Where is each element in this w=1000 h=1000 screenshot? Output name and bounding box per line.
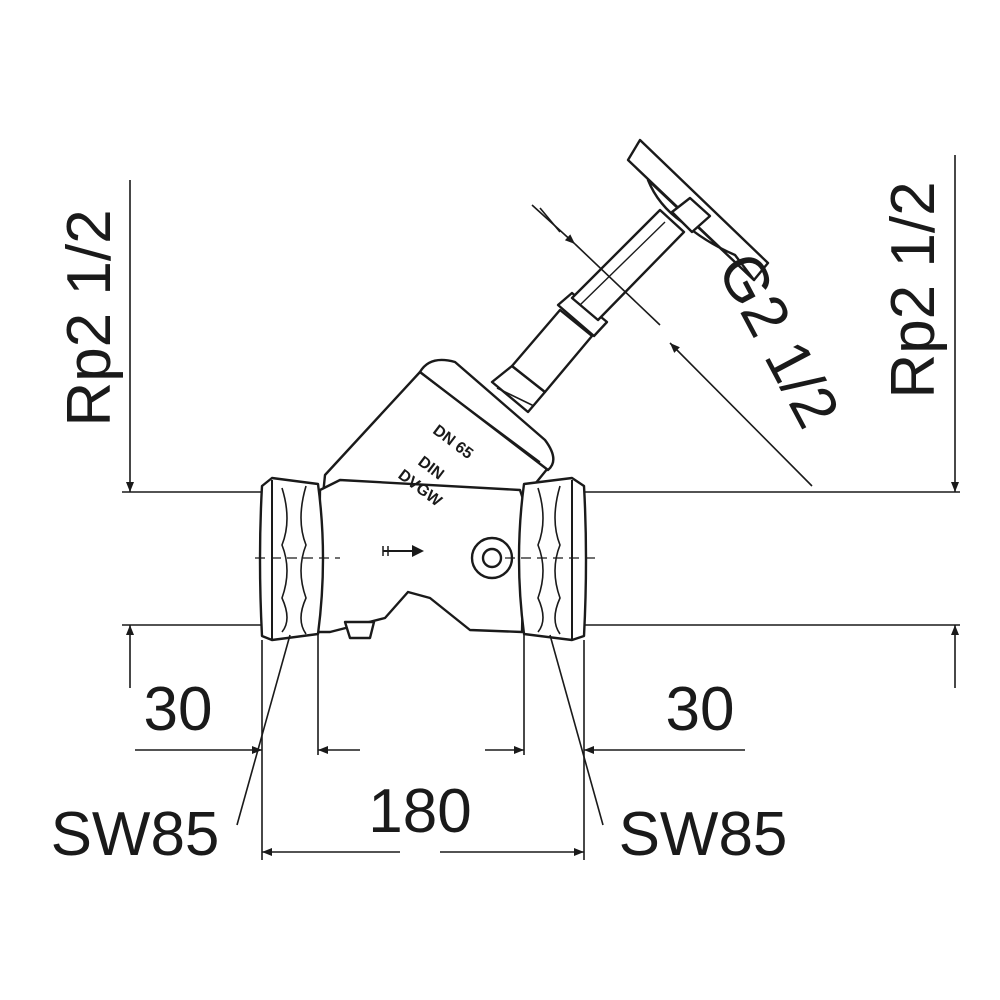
left-thread-length-label: 30 xyxy=(144,675,213,744)
overall-length-dimension: 180 xyxy=(261,640,585,860)
handwheel-icon xyxy=(626,138,770,282)
right-wrench-size-label: SW85 xyxy=(619,800,788,869)
valve-body: DN 65 DIN DVGW xyxy=(316,358,555,640)
right-thread-dimension: Rp2 1/2 xyxy=(879,155,959,688)
pipe-outline xyxy=(122,491,960,626)
left-wrench-size-label: SW85 xyxy=(51,800,220,869)
stem-thread-label: G2 1/2 xyxy=(704,242,852,439)
overall-length-label: 180 xyxy=(368,777,471,846)
left-thread-label: Rp2 1/2 xyxy=(55,209,124,426)
valve-stem xyxy=(490,208,686,414)
left-thread-dimension: Rp2 1/2 xyxy=(55,180,134,688)
right-thread-length-label: 30 xyxy=(666,675,735,744)
wrench-size-callouts: SW85 SW85 xyxy=(51,634,788,869)
thread-length-dimensions: 30 30 xyxy=(135,635,745,755)
right-socket xyxy=(505,476,600,642)
right-thread-label: Rp2 1/2 xyxy=(879,181,948,398)
left-socket xyxy=(255,476,340,642)
flow-arrow-icon xyxy=(382,545,424,557)
